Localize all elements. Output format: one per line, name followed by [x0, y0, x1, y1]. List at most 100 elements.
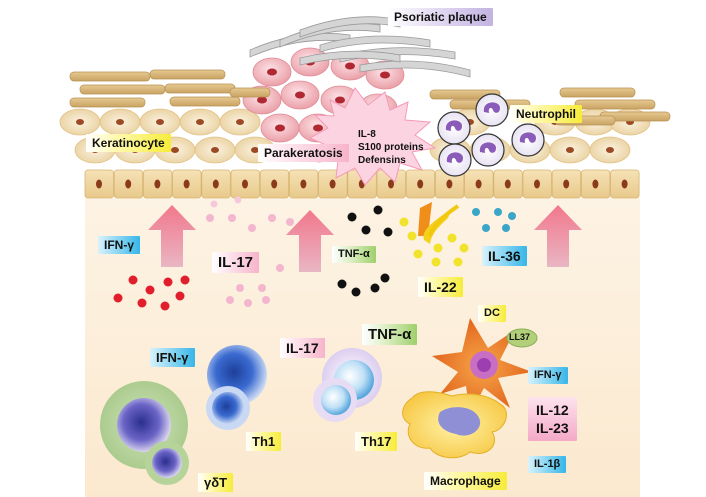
label-tnf-alpha-large: TNF-α [362, 324, 418, 345]
label-dc: DC [478, 305, 506, 322]
ifn-gamma-dot [137, 298, 147, 308]
macrophage-cell [402, 391, 507, 459]
neutrophil-nucleus [479, 142, 496, 153]
basal-cell-nucleus [125, 179, 132, 189]
il17-dot [206, 214, 214, 222]
il36-dot [494, 208, 502, 216]
starburst-line-il8: IL-8 [358, 129, 376, 140]
ifn-gamma-dot [180, 275, 190, 285]
il22-dot [407, 231, 417, 241]
neutrophil-nucleus [446, 152, 463, 163]
th1-cell [206, 345, 267, 430]
label-il12-il23: IL-12 IL-23 [528, 397, 577, 441]
basal-cell-nucleus [154, 179, 161, 189]
label-ifn-gamma-left: IFN-γ [98, 236, 140, 254]
basal-cell-nucleus [242, 179, 248, 189]
plaque-scale [299, 50, 401, 66]
label-tnf-alpha-small: TNF-α [332, 246, 376, 263]
basal-cell-nucleus [96, 179, 102, 189]
parakeratotic-nucleus [267, 68, 277, 76]
basal-cell-nucleus [271, 179, 278, 189]
basal-cell-nucleus [300, 179, 307, 189]
label-ll37: LL37 [509, 332, 531, 342]
il17-dot [210, 200, 218, 208]
scale-plate [169, 96, 241, 107]
keratinocyte-nucleus [76, 119, 84, 125]
parakeratotic-nucleus [257, 96, 267, 104]
label-parakeratosis: Parakeratosis [258, 144, 349, 162]
label-keratinocyte: Keratinocyte [86, 134, 171, 152]
il17-dot [244, 299, 252, 307]
label-th1: Th1 [246, 432, 282, 451]
basal-cell-nucleus [504, 179, 511, 189]
label-il12: IL-12 [536, 402, 569, 418]
tnf-alpha-dot [373, 205, 383, 215]
dendritic-cell [432, 318, 538, 414]
label-macrophage: Macrophage [424, 472, 507, 490]
basal-cell-nucleus [417, 179, 424, 189]
il17-dot [234, 196, 242, 204]
scale-plate [164, 83, 236, 94]
proliferation-arrows [148, 205, 582, 272]
il17-dot [262, 296, 270, 304]
il17-dot [258, 284, 266, 292]
il36-dot [482, 224, 490, 232]
up-arrow [148, 205, 196, 267]
basal-cell-nucleus [475, 179, 482, 189]
parakeratotic-nucleus [295, 91, 305, 99]
keratinocyte-nucleus [251, 147, 259, 153]
parakeratotic-nucleus [313, 124, 323, 132]
ifn-gamma-dot [163, 277, 173, 287]
scale-plate [149, 69, 226, 80]
label-il36: IL-36 [482, 246, 527, 266]
ifn-gamma-dot [175, 291, 185, 301]
parakeratotic-nucleus [275, 124, 285, 132]
neutrophil-cell [475, 93, 509, 127]
neutrophils [437, 93, 545, 177]
label-il22: IL-22 [418, 277, 463, 297]
label-neutrophil: Neutrophil [510, 105, 582, 123]
ifn-gamma-dot [145, 285, 155, 295]
keratinocyte-nucleus [211, 147, 219, 153]
keratinocyte-nucleus [156, 119, 164, 125]
basal-cell-nucleus [388, 179, 394, 189]
basal-cell-nucleus [212, 179, 219, 189]
il17-dot [268, 214, 276, 222]
neutrophil-cell [471, 133, 505, 167]
cytokine-dots [113, 196, 516, 311]
parakeratotic-nucleus [380, 71, 390, 79]
stratum-corneum-scales [69, 69, 671, 126]
label-il1b: IL-1β [528, 456, 567, 473]
scale-plate [69, 97, 146, 108]
scale-plate [574, 99, 656, 110]
neutrophil-nucleus [519, 132, 536, 143]
il36-dot [508, 212, 516, 220]
il36-dot [472, 208, 480, 216]
th17-cell [313, 348, 382, 422]
keratinocyte-nucleus [566, 147, 574, 153]
label-gamma-delta-t: γδT [198, 473, 234, 492]
basal-cell-nucleus [446, 179, 453, 189]
tnf-alpha-dot [337, 279, 347, 289]
gamma-delta-t-cell [100, 381, 189, 485]
il22-dot [459, 243, 469, 253]
basal-cell-nucleus [329, 179, 336, 189]
basal-cell-nucleus [534, 179, 540, 189]
label-ifn-gamma-mid: IFN-γ [150, 348, 195, 367]
keratinocyte-nucleus [236, 119, 244, 125]
keratinocyte-nucleus [116, 119, 124, 125]
keratinocyte-nucleus [196, 119, 204, 125]
il17-dot [226, 296, 234, 304]
neutrophil-cell [438, 143, 472, 177]
label-starburst-molecules: IL-8 S100 proteins Defensins [358, 128, 424, 167]
il22-dot [433, 243, 443, 253]
basal-keratinocyte-layer [84, 169, 640, 199]
ifn-gamma-dot [160, 301, 170, 311]
keratinocyte-nucleus [606, 147, 614, 153]
starburst-line-s100: S100 proteins [358, 142, 424, 153]
basal-cell-nucleus [592, 179, 599, 189]
il22-dot [447, 233, 457, 243]
plaque-scale [299, 16, 401, 38]
neutrophil-nucleus [483, 102, 500, 113]
